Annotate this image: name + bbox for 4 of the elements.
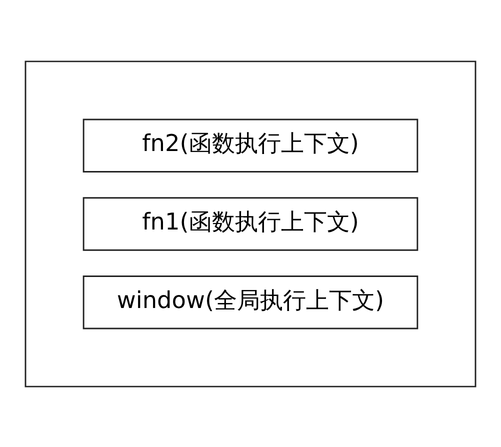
node-box: fn1(函数执行上下文) <box>82 196 418 250</box>
node-box: window(全局执行上下文) <box>82 275 418 329</box>
cluster <box>24 60 476 387</box>
node-box: fn2(函数执行上下文) <box>82 118 418 172</box>
